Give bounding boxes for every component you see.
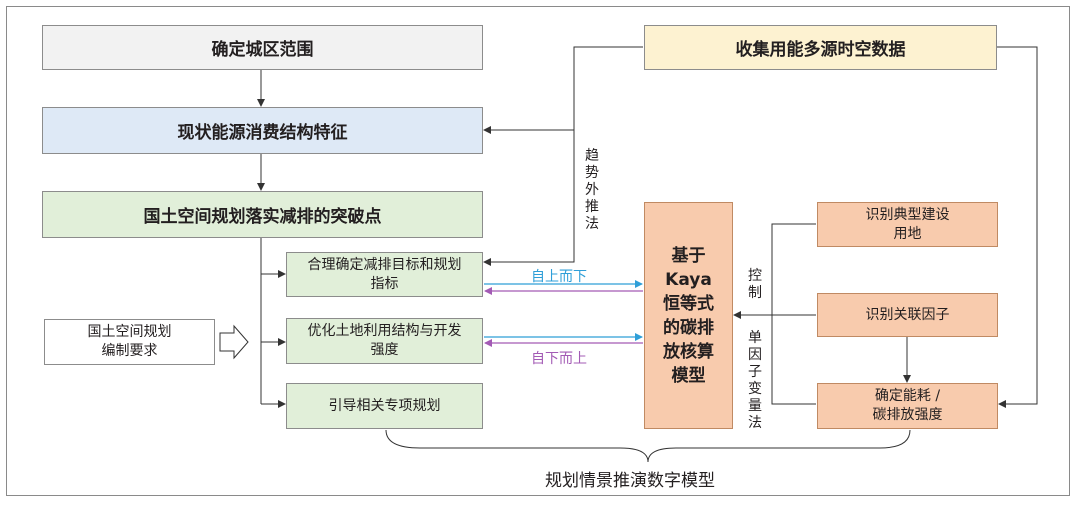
breakthrough-box: 国土空间规划落实减排的突破点 (42, 191, 483, 238)
optimize-label-1: 优化土地利用结构与开发 (307, 323, 462, 339)
arrow-trend-to-goal (483, 130, 575, 266)
factor-label: 识别关联因子 (865, 306, 950, 323)
breakthrough-label: 国土空间规划落实减排的突破点 (143, 207, 382, 227)
goal-label-2: 指标 (370, 275, 399, 292)
typical-land-label-1: 识别典型建设 (865, 206, 950, 223)
diagram-frame (6, 6, 1070, 496)
guide-box: 引导相关专项规划 (286, 383, 483, 429)
arrow-data-to-intensity (997, 46, 1038, 408)
guide-label: 引导相关专项规划 (328, 397, 441, 414)
requirement-box: 国土空间规划 编制要求 (44, 319, 215, 365)
model-label-1: 基于 (671, 245, 706, 266)
define-area-box: 确定城区范围 (42, 25, 483, 70)
kaya-model-box: 基于 Kaya 恒等式 的碳排 放核算 模型 (644, 202, 733, 429)
scenario-brace (385, 429, 911, 463)
arrow-data-to-structure (483, 46, 643, 134)
current-structure-box: 现状能源消费结构特征 (42, 107, 483, 154)
current-structure-label: 现状能源消费结构特征 (177, 123, 348, 143)
single-factor-label: 单因子变量法 (748, 330, 762, 431)
bottom-up-label: 自下而上 (531, 351, 587, 367)
optimize-box: 优化土地利用结构与开发 强度 (286, 318, 483, 364)
model-label-2: Kaya (665, 269, 712, 290)
requirement-label-1: 国土空间规划 (87, 324, 172, 340)
model-label-3: 恒等式 (663, 293, 714, 314)
typical-land-label-2: 用地 (893, 225, 922, 242)
top-down-label: 自上而下 (531, 269, 587, 285)
collect-data-label: 收集用能多源时空数据 (735, 40, 906, 60)
requirement-label-2: 编制要求 (101, 343, 158, 359)
goal-label-1: 合理确定减排目标和规划 (307, 256, 462, 273)
bracket-land (771, 223, 816, 405)
intensity-label-2: 碳排放强度 (872, 407, 943, 423)
model-label-5: 放核算 (663, 341, 714, 362)
collect-data-box: 收集用能多源时空数据 (644, 25, 997, 70)
scenario-model-label: 规划情景推演数字模型 (545, 471, 715, 491)
model-label-4: 的碳排 (663, 317, 714, 338)
intensity-box: 确定能耗 / 碳排放强度 (817, 383, 998, 429)
trend-label: 趋势外推法 (585, 148, 599, 232)
factor-box: 识别关联因子 (817, 293, 998, 337)
goal-box: 合理确定减排目标和规划 指标 (286, 252, 483, 297)
typical-land-box: 识别典型建设 用地 (817, 202, 998, 247)
intensity-label-1: 确定能耗 / (874, 388, 941, 404)
requirement-hollow-arrow (219, 324, 249, 360)
optimize-label-2: 强度 (370, 342, 399, 358)
control-label: 控制 (748, 268, 762, 301)
define-area-label: 确定城区范围 (211, 40, 314, 60)
model-label-6: 模型 (671, 365, 706, 386)
